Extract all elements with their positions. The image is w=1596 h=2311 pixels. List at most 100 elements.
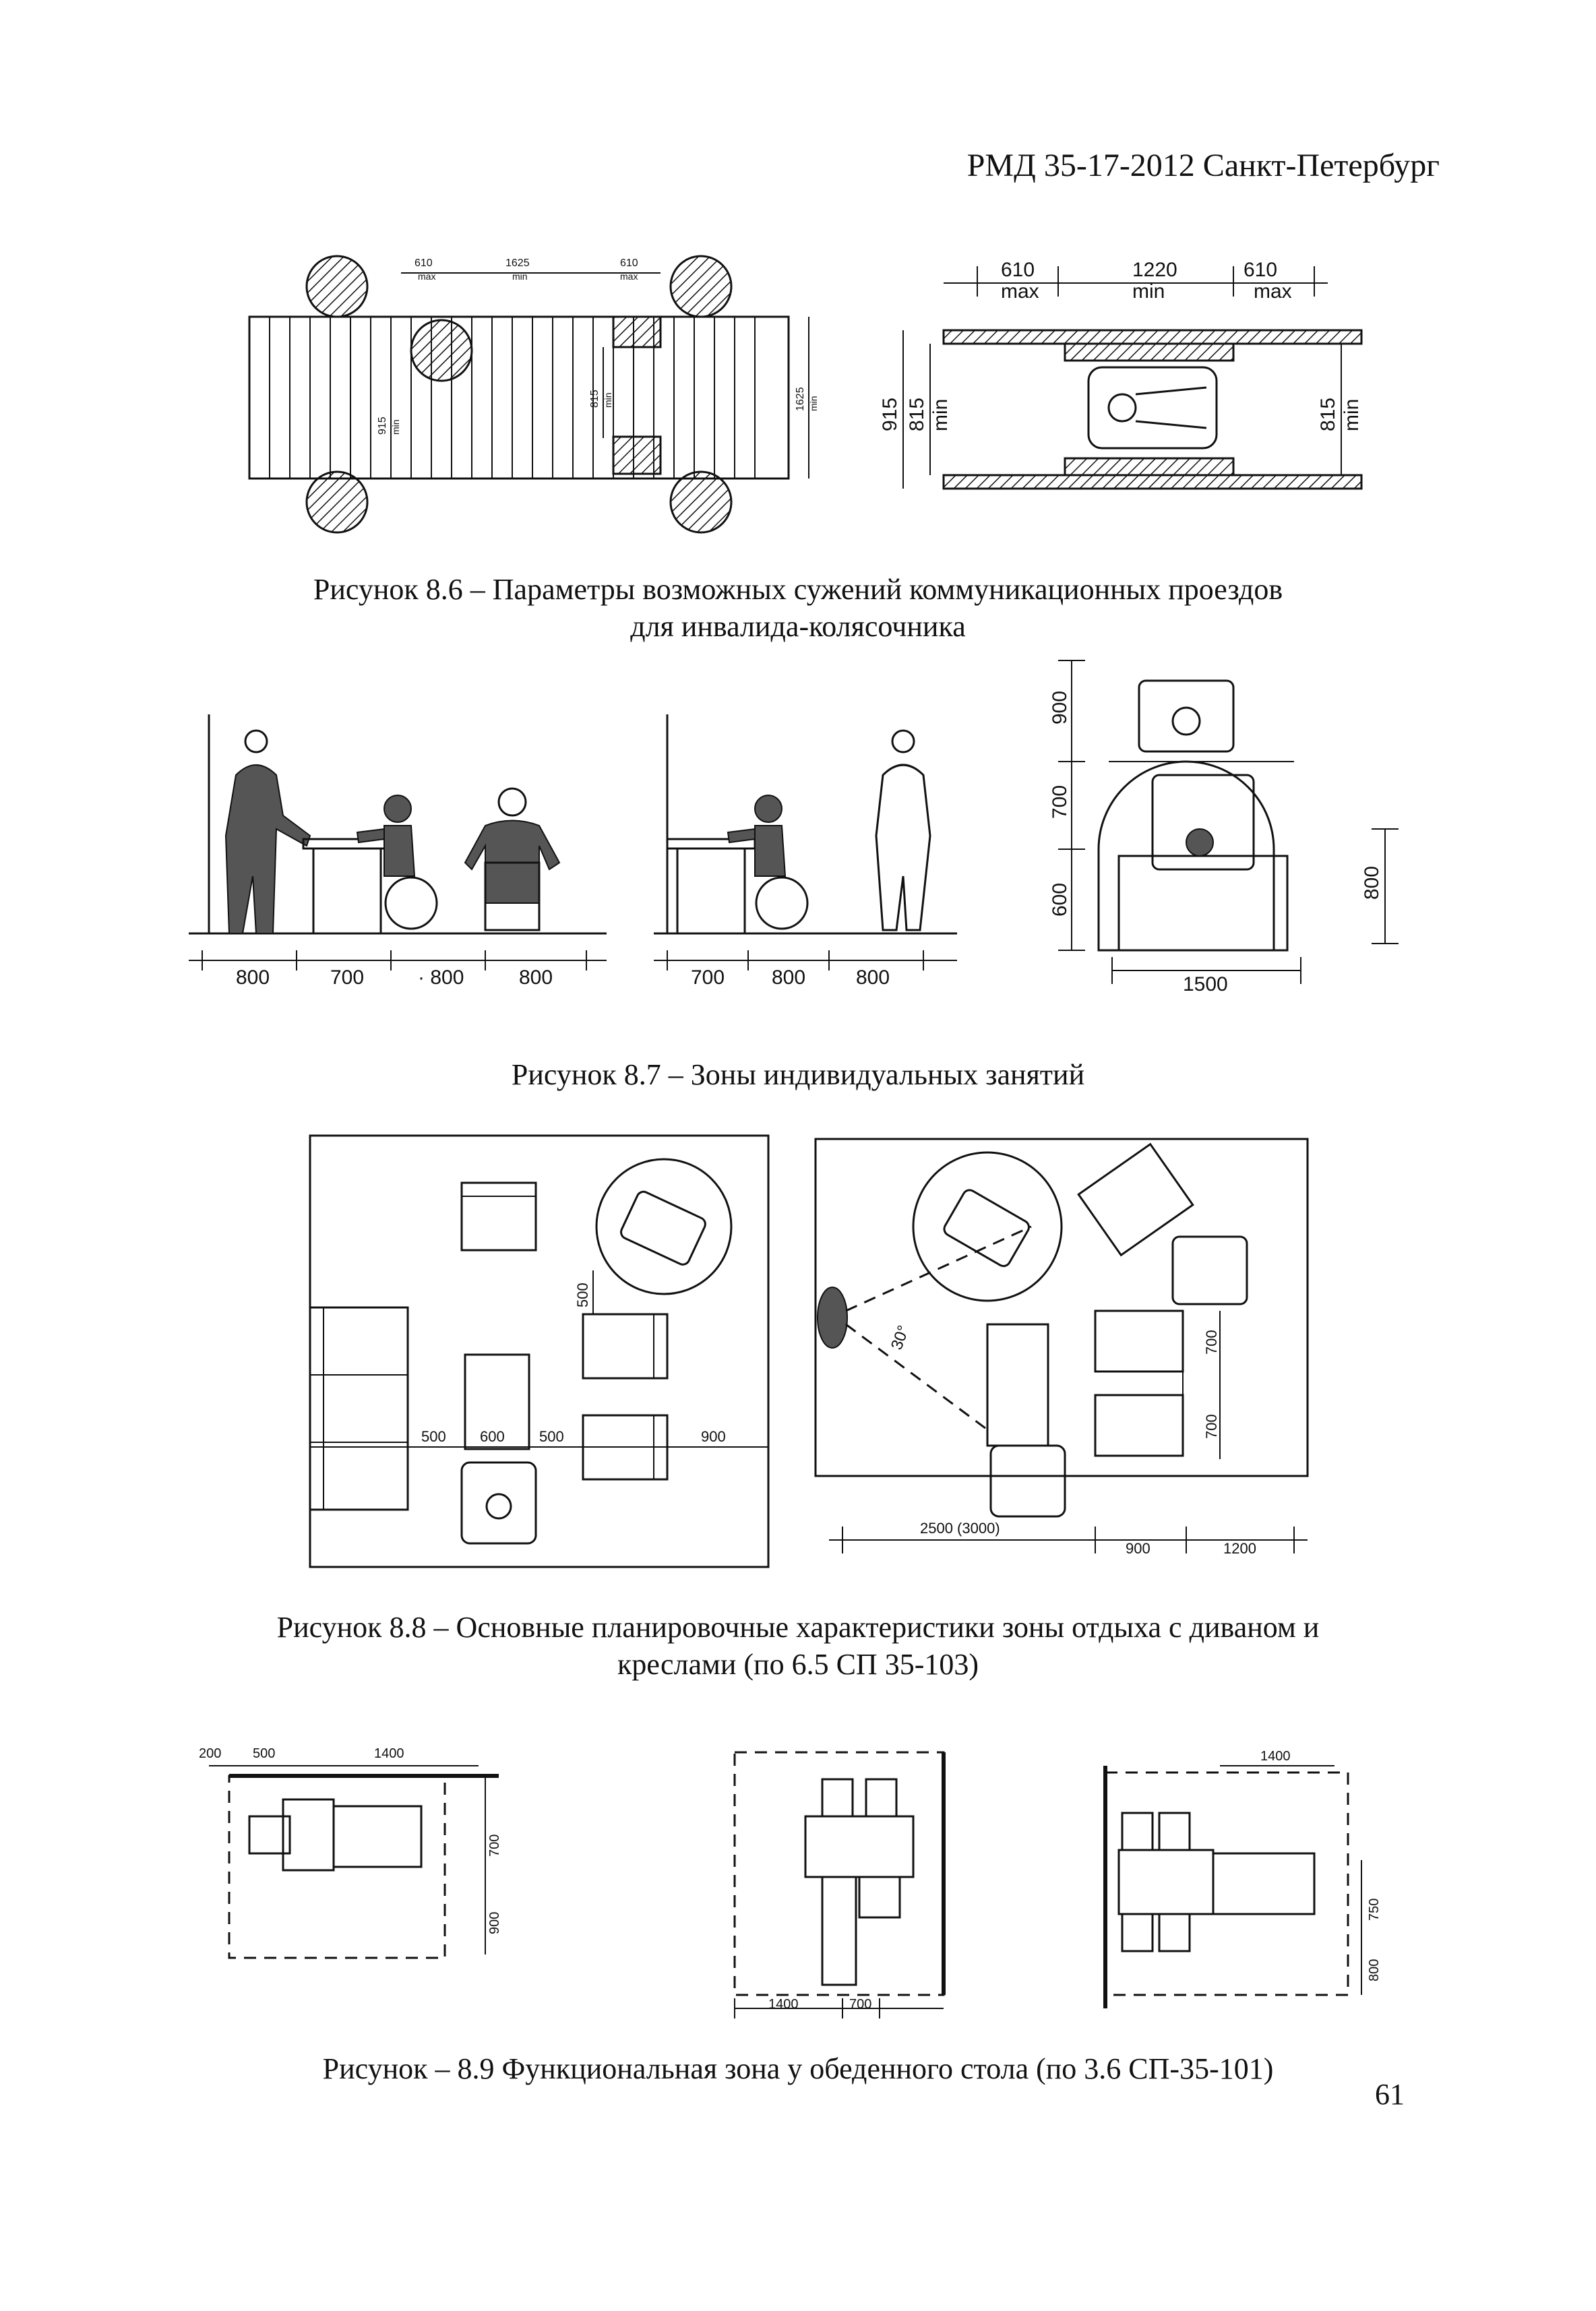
room-outline bbox=[814, 1138, 1309, 1477]
dim-label: 800 bbox=[1367, 1959, 1382, 1981]
wheelchair-user bbox=[383, 795, 412, 823]
armchair bbox=[460, 1181, 537, 1252]
narrowing-bottom bbox=[1064, 457, 1235, 476]
dim-label: 800 bbox=[236, 966, 270, 989]
armchair bbox=[1094, 1309, 1184, 1373]
figure-8-8-a: 500 600 500 900 500 bbox=[309, 1134, 770, 1568]
wheelchair-plan bbox=[460, 1461, 537, 1545]
document-header: РМД 35-17-2012 Санкт-Петербург bbox=[966, 148, 1440, 183]
chair bbox=[1158, 1812, 1191, 1851]
dim-label: 610 bbox=[415, 257, 433, 269]
dim-label: max bbox=[1001, 280, 1039, 303]
dim-label: 500 bbox=[539, 1428, 564, 1445]
figure-caption: креслами (по 6.5 СП 35-103) bbox=[617, 1648, 979, 1681]
dim-label: 1625 bbox=[795, 387, 806, 411]
dim-label: 915 bbox=[377, 417, 388, 435]
dim-label: max bbox=[418, 271, 435, 282]
dim-label: 800 bbox=[1361, 866, 1383, 900]
dim-label: 610 bbox=[1244, 259, 1277, 281]
corridor-outline bbox=[248, 315, 790, 480]
head-marker bbox=[244, 729, 268, 753]
dim-label: 800 bbox=[519, 966, 553, 989]
dim-label: 1220 bbox=[1132, 259, 1177, 281]
sofa bbox=[309, 1306, 409, 1511]
dim-label: 700 bbox=[1049, 785, 1071, 819]
dim-label: min bbox=[603, 392, 613, 408]
dim-label: 815 bbox=[906, 398, 928, 431]
coffee-table bbox=[986, 1323, 1049, 1447]
standing-person bbox=[224, 764, 311, 934]
dim-label: 700 bbox=[487, 1835, 502, 1857]
head-marker bbox=[891, 729, 915, 753]
table bbox=[804, 1815, 915, 1878]
dim-label: min bbox=[929, 399, 952, 431]
dim-label: 1200 bbox=[1223, 1540, 1256, 1557]
dim-label: min bbox=[1132, 280, 1165, 303]
dim-label: 1625 bbox=[505, 257, 530, 269]
figure-8-7-a: 800 700 · 800 800 bbox=[189, 714, 607, 989]
dim-label: 815 bbox=[1317, 398, 1339, 431]
figure-caption: Рисунок – 8.9 Функциональная зона у обед… bbox=[322, 2052, 1274, 2085]
dim-label: min bbox=[808, 396, 819, 411]
figure-8-6-right: 610 max 1220 min 610 max 915 815 min 815… bbox=[879, 259, 1363, 490]
dim-label: 900 bbox=[701, 1428, 726, 1445]
dim-label: 700 bbox=[1203, 1330, 1220, 1355]
wall-top bbox=[942, 329, 1363, 345]
coffee-table bbox=[464, 1353, 530, 1450]
armchair bbox=[1077, 1142, 1194, 1257]
obstacle-block bbox=[612, 315, 662, 348]
dim-label: 800 bbox=[856, 966, 890, 989]
obstacle-circle bbox=[305, 255, 369, 318]
wheelchair-plan bbox=[1138, 679, 1235, 753]
wheelchair-plan bbox=[821, 1876, 857, 1986]
turning-circle bbox=[595, 1158, 733, 1295]
obstacle-circle bbox=[410, 319, 473, 382]
table bbox=[1117, 1849, 1215, 1915]
figure-caption: Рисунок 8.7 – Зоны индивидуальных заняти… bbox=[511, 1058, 1085, 1091]
turning-zone bbox=[1097, 760, 1275, 952]
dim-label: 500 bbox=[421, 1428, 446, 1445]
functional-zone bbox=[1104, 1771, 1349, 1996]
dim-label: 700 bbox=[691, 966, 725, 989]
wheelchair-figure bbox=[1087, 366, 1218, 450]
angle-label: 30° bbox=[888, 1323, 913, 1352]
dim-label: 900 bbox=[487, 1912, 502, 1934]
dim-label: 700 bbox=[330, 966, 364, 989]
chair bbox=[1158, 1913, 1191, 1952]
dim-label: 700 bbox=[1203, 1414, 1220, 1439]
dim-label: 610 bbox=[1001, 259, 1035, 281]
wheelchair-plan bbox=[1171, 1235, 1248, 1305]
wall-bottom bbox=[942, 474, 1363, 490]
dim-label: min bbox=[390, 419, 401, 435]
chair bbox=[821, 1778, 854, 1818]
chair bbox=[248, 1815, 291, 1855]
wheel bbox=[384, 876, 438, 930]
narrowing-top bbox=[1064, 342, 1235, 362]
dim-label: 900 bbox=[1049, 691, 1071, 725]
dim-label: max bbox=[1254, 280, 1292, 303]
dim-label: max bbox=[620, 271, 638, 282]
dim-label: 600 bbox=[1049, 883, 1071, 917]
chair bbox=[858, 1876, 901, 1919]
figure-8-8-b: 30° 700 700 2500 (3000) 900 1200 bbox=[814, 1138, 1309, 1557]
dim-label: 610 bbox=[620, 257, 638, 269]
obstacle-circle bbox=[669, 255, 733, 318]
wheelchair-plan bbox=[332, 1805, 423, 1868]
dim-label: 600 bbox=[480, 1428, 505, 1445]
dim-label: 900 bbox=[1126, 1540, 1150, 1557]
armchair bbox=[582, 1313, 669, 1380]
dim-label: 800 bbox=[772, 966, 805, 989]
turning-circle bbox=[912, 1151, 1063, 1302]
obstacle-block bbox=[612, 435, 662, 475]
dim-label: 1500 bbox=[1183, 973, 1228, 995]
armchair bbox=[1094, 1394, 1184, 1457]
dim-label: 2500 (3000) bbox=[920, 1520, 1000, 1537]
wheelchair-plan bbox=[989, 1444, 1066, 1518]
figure-8-9-c: 1400 750 800 bbox=[1103, 1749, 1382, 2008]
dim-label: 500 bbox=[253, 1746, 275, 1761]
wheelchair-plan bbox=[1151, 774, 1255, 871]
chair bbox=[1121, 1913, 1154, 1952]
figure-caption: для инвалида-колясочника bbox=[630, 610, 966, 643]
chair bbox=[865, 1778, 898, 1818]
figure-8-7-c: 900 700 600 800 1500 bbox=[1049, 660, 1399, 995]
